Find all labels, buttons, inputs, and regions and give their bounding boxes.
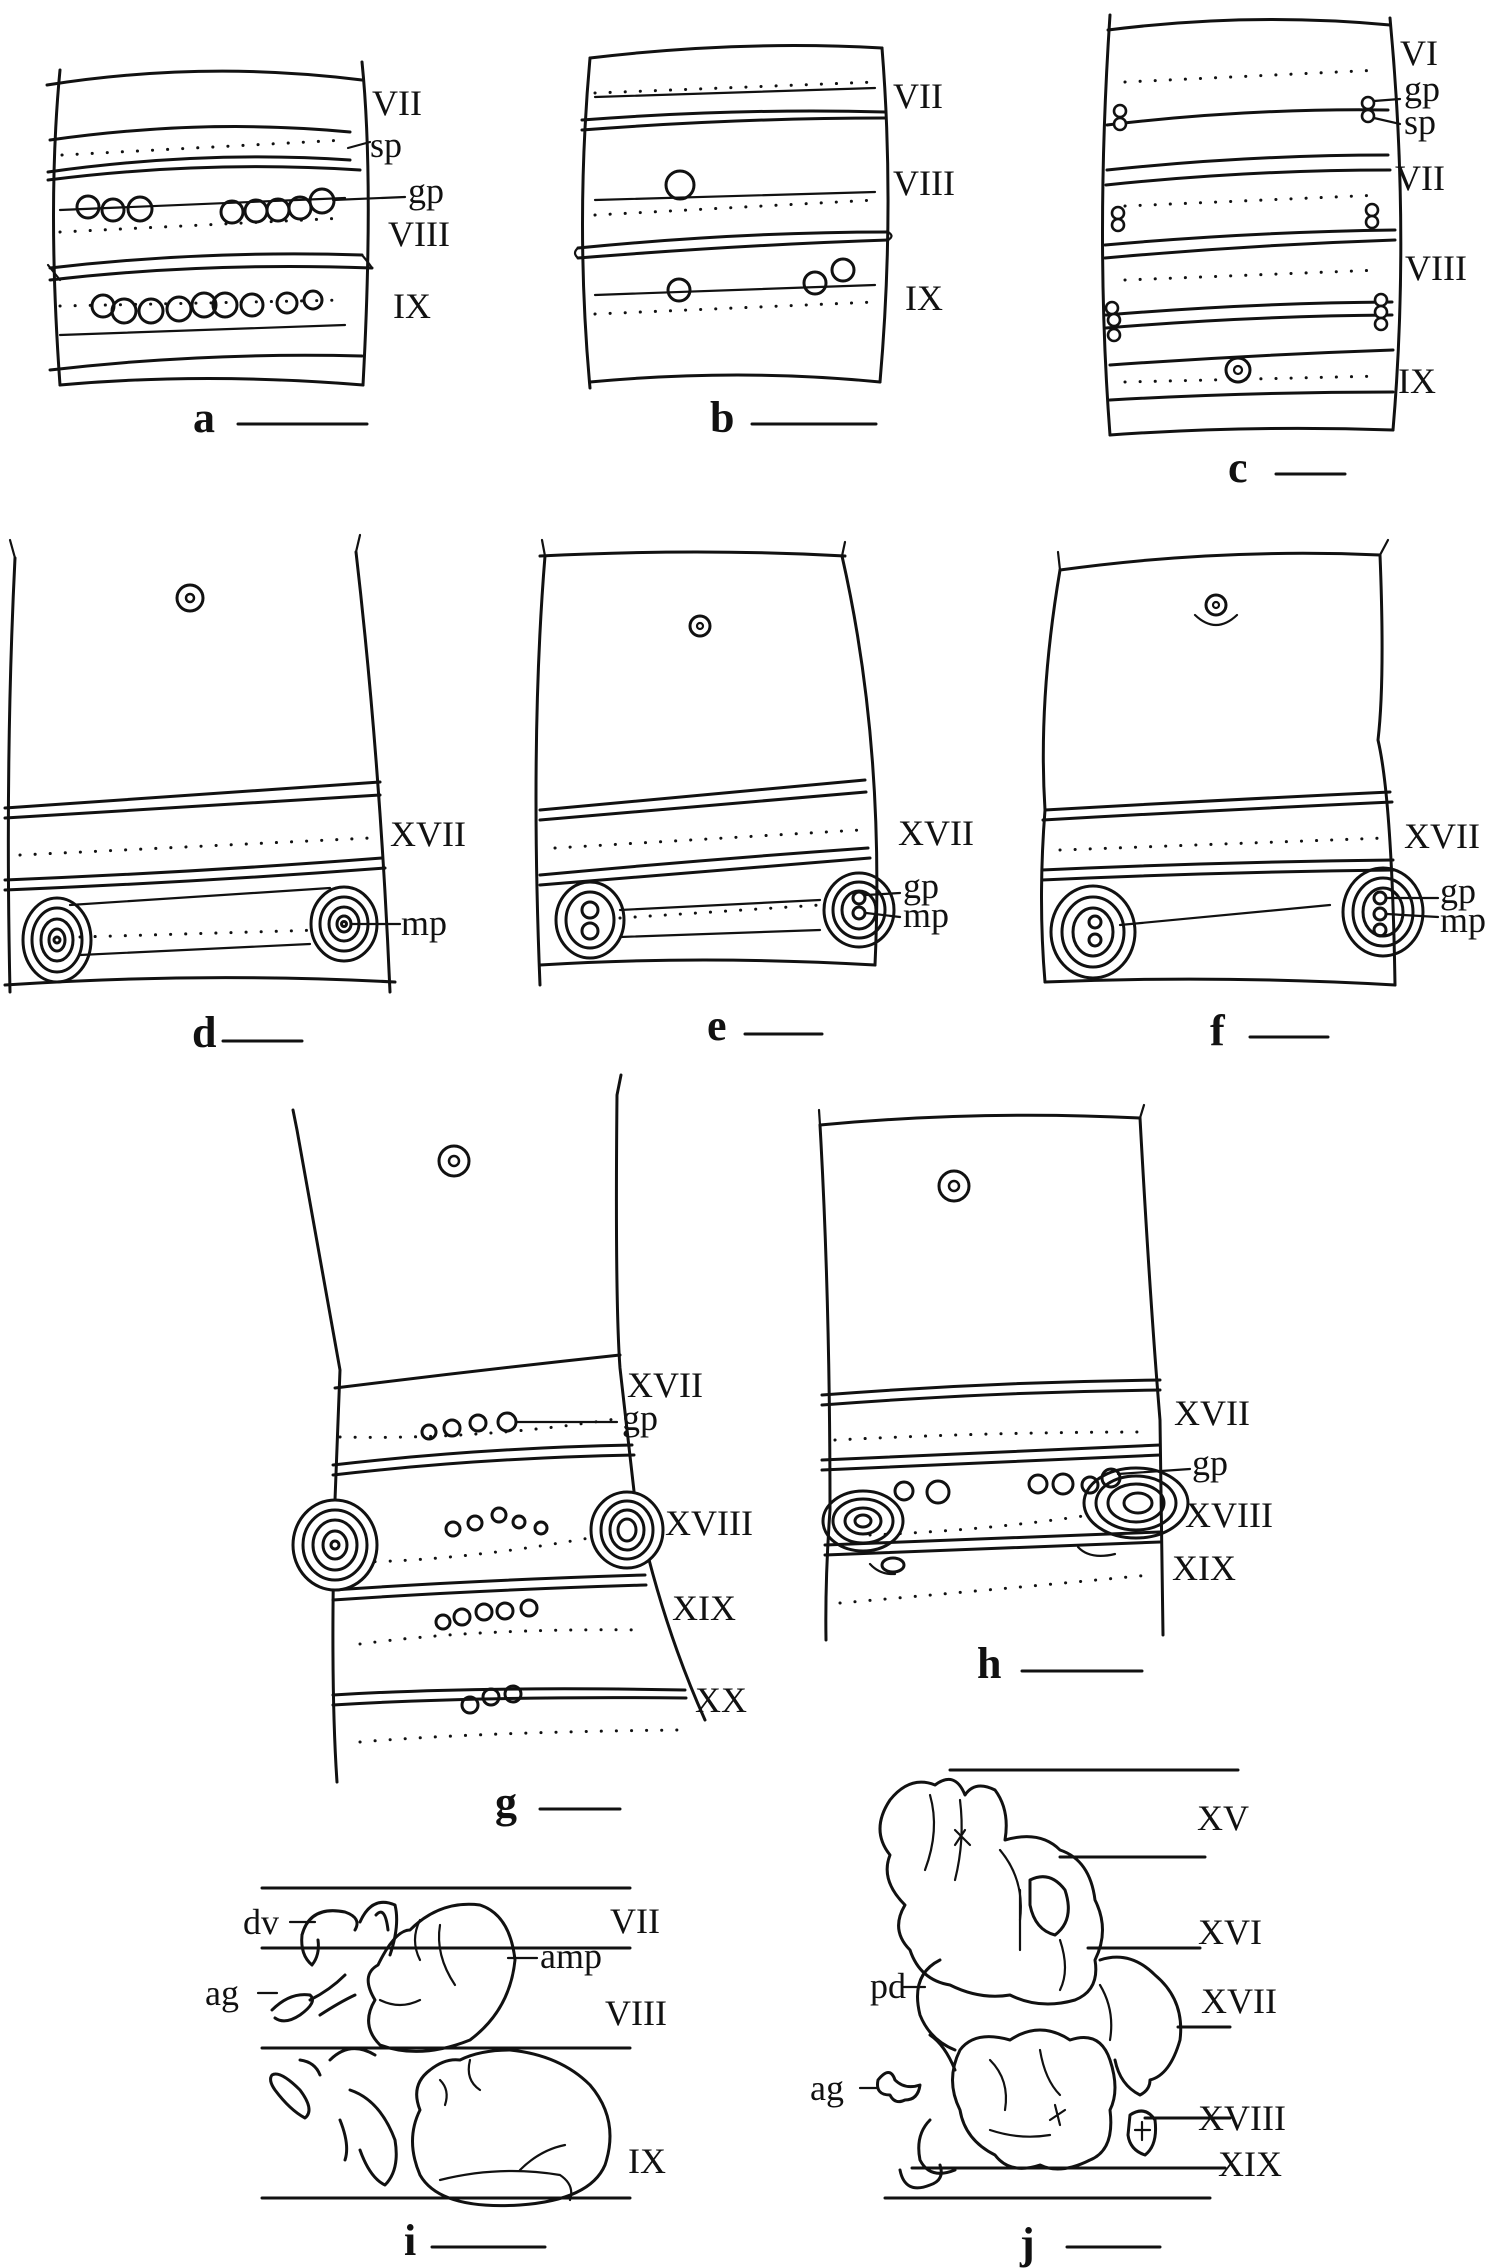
panel-j-callout-pd: pd xyxy=(870,1966,906,2006)
panel-a-callout-gp: gp xyxy=(408,171,444,211)
panel-g-callout-gp: gp xyxy=(622,1398,658,1438)
panel-f-callout-mp: mp xyxy=(1440,900,1486,940)
panel-d-callout-mp: mp xyxy=(401,903,447,943)
panel-j-segment-4: XVIII xyxy=(1198,2098,1286,2138)
panel-j: pd ag XV XVI XVII XVIII XIX j xyxy=(810,1768,1286,2268)
panel-j-segment-5: XIX xyxy=(1218,2144,1282,2184)
panel-i-letter: i xyxy=(404,2216,416,2265)
panel-j-letter: j xyxy=(1019,2219,1035,2268)
panel-g-segment-4: XX xyxy=(695,1680,747,1720)
panel-i-callout-dv: dv xyxy=(243,1902,279,1942)
panel-a-callout-sp: sp xyxy=(370,125,402,165)
panel-g-segment-2: XVIII xyxy=(665,1503,753,1543)
panel-b-segment-3: IX xyxy=(905,278,943,318)
panel-h: XVII gp XVIII XIX h xyxy=(817,1103,1273,1688)
panel-i-callout-amp: amp xyxy=(540,1936,602,1976)
panel-j-segment-2: XVI xyxy=(1198,1912,1262,1952)
panel-b: VII VIII IX b xyxy=(573,44,955,442)
panel-f-letter: f xyxy=(1210,1006,1226,1055)
panel-i-callout-ag: ag xyxy=(205,1973,239,2013)
panel-b-segment-2: VIII xyxy=(893,163,955,203)
panel-f: XVII gp mp f xyxy=(1040,538,1486,1055)
panel-h-segment-1: XVII xyxy=(1174,1393,1250,1433)
panel-g-segment-3: XIX xyxy=(672,1588,736,1628)
panel-i-segment-2: VIII xyxy=(605,1993,667,2033)
panel-e-callout-gp: gp xyxy=(903,866,939,906)
panel-a-segment-2: VIII xyxy=(388,214,450,254)
panel-i: dv ag amp VII VIII IX i xyxy=(205,1886,667,2265)
panel-g-segment-1: XVII xyxy=(627,1365,703,1405)
panel-c-segment-3: VIII xyxy=(1405,248,1467,288)
panel-d-segment-1: XVII xyxy=(390,814,466,854)
panel-c-segment-2: VII xyxy=(1395,158,1445,198)
panel-e: XVII gp mp e xyxy=(534,538,974,1050)
panel-f-segment-1: XVII xyxy=(1404,816,1480,856)
panel-g: XVII gp XVIII XIX XX g xyxy=(291,1073,753,1827)
panel-b-letter: b xyxy=(710,393,734,442)
panel-c-segment-4: IX xyxy=(1398,361,1436,401)
panel-e-letter: e xyxy=(707,1001,727,1050)
panel-g-letter: g xyxy=(495,1778,517,1827)
panel-h-segment-2: XVIII xyxy=(1185,1495,1273,1535)
panel-c: VI gp sp VII VIII IX c xyxy=(1101,13,1467,492)
panel-j-callout-ag: ag xyxy=(810,2068,844,2108)
panel-i-segment-3: IX xyxy=(628,2141,666,2181)
panel-a-segment-1: VII xyxy=(372,83,422,123)
panel-j-segment-1: XV xyxy=(1197,1798,1249,1838)
panel-b-segment-1: VII xyxy=(893,76,943,116)
panel-d-letter: d xyxy=(192,1008,216,1057)
panel-a-letter: a xyxy=(193,393,215,442)
panel-e-callout-mp: mp xyxy=(903,895,949,935)
panel-e-segment-1: XVII xyxy=(898,813,974,853)
panel-j-segment-3: XVII xyxy=(1201,1981,1277,2021)
panel-c-letter: c xyxy=(1228,443,1248,492)
panel-c-segment-1: VI xyxy=(1400,33,1438,73)
panel-h-segment-3: XIX xyxy=(1172,1548,1236,1588)
panel-a: VII sp gp VIII IX a xyxy=(45,60,450,442)
panel-h-callout-gp: gp xyxy=(1192,1443,1228,1483)
panel-c-callout-gp: gp xyxy=(1404,69,1440,109)
panel-f-callout-gp: gp xyxy=(1440,871,1476,911)
panel-d: XVII mp d xyxy=(3,533,466,1057)
panel-i-segment-1: VII xyxy=(610,1901,660,1941)
panel-h-letter: h xyxy=(977,1639,1001,1688)
panel-c-callout-sp: sp xyxy=(1404,102,1436,142)
panel-a-segment-3: IX xyxy=(393,286,431,326)
